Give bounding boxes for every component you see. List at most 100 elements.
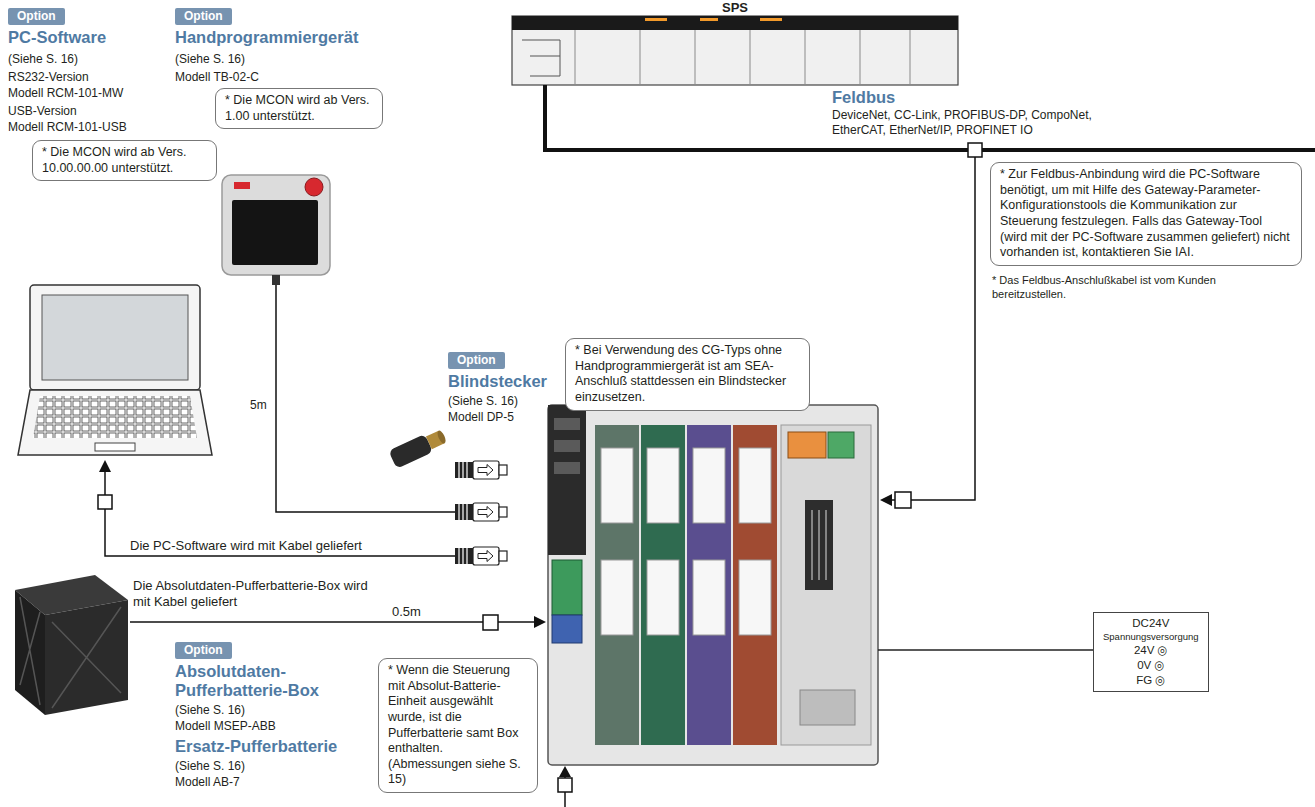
plc-illustration bbox=[522, 40, 560, 76]
model-number: Modell RCM-101-MW bbox=[8, 86, 123, 101]
note-box: * Zur Feldbus-Anbindung wird die PC-Soft… bbox=[990, 162, 1302, 266]
plc-illustration bbox=[760, 18, 782, 21]
controller-illustration bbox=[552, 615, 582, 643]
model-number: Modell RCM-101-USB bbox=[8, 120, 127, 135]
plc-title: SPS bbox=[512, 0, 958, 15]
laptop-illustration bbox=[18, 285, 212, 455]
controller-illustration bbox=[781, 425, 871, 745]
connector-symbol bbox=[455, 503, 507, 521]
dummy-plug-illustration bbox=[388, 427, 448, 469]
fieldbus-line bbox=[545, 85, 1315, 150]
controller-illustration bbox=[595, 425, 639, 745]
note-box: * Die MCON wird ab Vers. 1.00 unterstütz… bbox=[215, 88, 383, 129]
page-reference: (Siehe S. 16) bbox=[8, 52, 78, 67]
laptop-illustration bbox=[42, 295, 188, 380]
plc-illustration bbox=[700, 18, 718, 21]
note-text: * Bei Verwendung des CG-Typs ohne Handpr… bbox=[575, 343, 800, 406]
footnote: * Das Feldbus-Anschlußkabel ist vom Kund… bbox=[992, 274, 1252, 302]
section-heading: Blindstecker bbox=[448, 372, 547, 391]
controller-illustration bbox=[687, 425, 731, 745]
io-cable bbox=[559, 766, 571, 777]
section-heading: Feldbus bbox=[832, 88, 895, 107]
plc-illustration bbox=[512, 16, 958, 85]
controller-illustration bbox=[601, 448, 633, 523]
dummy-plug-illustration bbox=[388, 427, 448, 469]
controller-illustration bbox=[733, 425, 777, 745]
cable-note: Die PC-Software wird mit Kabel geliefert bbox=[130, 538, 362, 554]
power-spec: Spannungsversorgung bbox=[1103, 631, 1199, 643]
option-tag: Option bbox=[17, 8, 56, 25]
dummy-plug-illustration bbox=[388, 434, 433, 469]
model-number: RS232-Version bbox=[8, 70, 89, 85]
option-tag: Option bbox=[184, 8, 223, 25]
section-heading: Handprogrammiergerät bbox=[175, 28, 358, 47]
io-cable bbox=[558, 766, 572, 807]
plc-illustration bbox=[645, 18, 667, 21]
note-box: * Die MCON wird ab Vers. 10.00.00.00 unt… bbox=[32, 140, 217, 181]
power-supply-box: DC24VSpannungsversorgung24V ◎0V ◎FG ◎ bbox=[1093, 612, 1209, 692]
battery-box-illustration bbox=[15, 575, 128, 715]
laptop-illustration bbox=[18, 390, 212, 455]
pc-cable bbox=[105, 509, 455, 556]
plc-illustration bbox=[575, 30, 910, 85]
plc-illustration bbox=[512, 16, 958, 30]
fieldbus-line bbox=[911, 157, 975, 500]
model-number: Modell AB-7 bbox=[175, 775, 240, 790]
connector-symbol bbox=[455, 461, 507, 565]
controller-illustration bbox=[641, 425, 685, 745]
controller-illustration bbox=[647, 448, 679, 523]
controller-illustration bbox=[800, 690, 855, 725]
controller-illustration bbox=[554, 418, 580, 430]
io-cable bbox=[558, 778, 572, 792]
controller-illustration bbox=[552, 560, 582, 615]
controller-illustration bbox=[828, 432, 854, 458]
laptop-illustration bbox=[95, 443, 135, 451]
laptop-illustration bbox=[30, 285, 200, 390]
page-reference: (Siehe S. 16) bbox=[175, 52, 245, 67]
fieldbus-line bbox=[968, 143, 982, 157]
controller-illustration bbox=[548, 405, 586, 555]
battery-cable bbox=[130, 615, 546, 630]
teaching-pendant-illustration bbox=[272, 275, 280, 285]
controller-illustration bbox=[812, 510, 826, 580]
note-text: * Die MCON wird ab Vers. 1.00 unterstütz… bbox=[225, 93, 373, 124]
option-tag: Option bbox=[184, 642, 223, 659]
controller-illustration bbox=[805, 500, 833, 590]
note-text: * Zur Feldbus-Anbindung wird die PC-Soft… bbox=[1000, 167, 1292, 261]
controller-illustration bbox=[548, 405, 878, 765]
pc-cable bbox=[99, 460, 111, 472]
note-text: * Die MCON wird ab Vers. 10.00.00.00 unt… bbox=[42, 145, 207, 176]
note-box: * Bei Verwendung des CG-Typs ohne Handpr… bbox=[565, 338, 810, 411]
model-number: Modell MSEP-ABB bbox=[175, 719, 276, 734]
cable-note: Die Absolutdaten-Pufferbatterie-Box wird… bbox=[133, 578, 378, 611]
controller-illustration bbox=[554, 440, 580, 452]
power-spec: 24V ◎ bbox=[1103, 643, 1199, 658]
page-reference: (Siehe S. 16) bbox=[175, 703, 245, 718]
battery-cable bbox=[130, 621, 483, 623]
pc-cable bbox=[98, 495, 112, 509]
controller-illustration bbox=[647, 560, 679, 635]
section-heading: Absolutdaten-Pufferbatterie-Box bbox=[175, 662, 355, 700]
teaching-pendant-illustration bbox=[232, 200, 318, 265]
laptop-illustration bbox=[33, 396, 197, 438]
teaching-pendant-illustration bbox=[276, 285, 455, 512]
dummy-plug-illustration bbox=[436, 429, 447, 444]
power-cable bbox=[878, 649, 1093, 651]
page-reference: (Siehe S. 16) bbox=[448, 394, 518, 409]
cable-length: 0.5m bbox=[392, 604, 421, 620]
io-cable bbox=[564, 792, 566, 807]
note-box: * Wenn die Steuerung mit Absolut-Batteri… bbox=[378, 658, 538, 793]
plc-unit: SPS bbox=[512, 0, 958, 85]
power-spec: 0V ◎ bbox=[1103, 658, 1199, 673]
controller-illustration bbox=[739, 448, 771, 523]
connector-symbol bbox=[455, 547, 507, 565]
controller-illustration bbox=[788, 432, 826, 458]
plc-illustration bbox=[512, 16, 958, 85]
option-badge: Option bbox=[175, 642, 232, 659]
option-tag: Option bbox=[457, 352, 496, 369]
section-heading: Ersatz-Pufferbatterie bbox=[175, 737, 337, 756]
connector-symbol bbox=[455, 461, 507, 479]
option-badge: Option bbox=[448, 352, 505, 369]
battery-cable bbox=[534, 616, 546, 628]
